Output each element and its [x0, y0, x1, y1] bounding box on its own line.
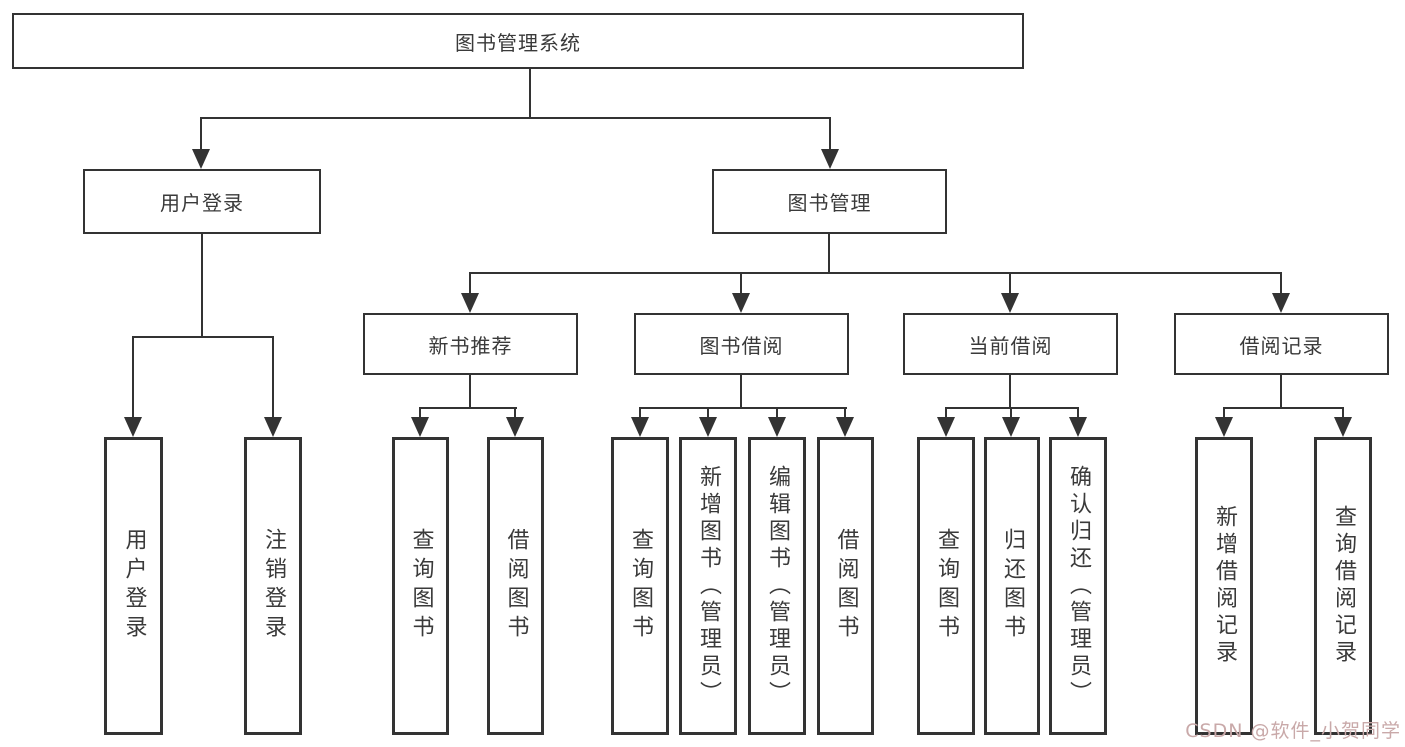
arrow-to-query-books-recommend — [411, 407, 429, 437]
connector-borrow-bar — [639, 407, 847, 409]
connector-recommend-bar — [419, 407, 517, 409]
arrow-to-add-books — [699, 407, 717, 437]
arrow-to-confirm-return — [1069, 407, 1087, 437]
node-borrow-books-recommend: 借阅图书 — [487, 437, 544, 735]
node-confirm-return-admin: 确认归还（管理员） — [1049, 437, 1107, 735]
arrow-to-book-borrow — [732, 272, 750, 313]
node-borrow-books: 借阅图书 — [817, 437, 874, 735]
node-add-books-admin: 新增图书（管理员） — [679, 437, 737, 735]
connector-user-login-stem — [201, 233, 203, 337]
arrow-to-return-books — [1002, 407, 1020, 437]
csdn-watermark: CSDN @软件_小贺同学 — [1185, 720, 1401, 742]
arrow-to-query-borrow-record — [1334, 407, 1352, 437]
arrow-to-current-borrow — [1001, 272, 1019, 313]
node-user-login-group: 用户登录 — [83, 169, 321, 234]
connector-root-stem — [529, 68, 531, 118]
arrow-to-query-books-current — [937, 407, 955, 437]
arrow-to-borrow-records — [1272, 272, 1290, 313]
connector-user-login-bar — [132, 336, 274, 338]
connector-records-bar — [1223, 407, 1344, 409]
node-library-management-system: 图书管理系统 — [12, 13, 1024, 69]
node-edit-books-admin: 编辑图书（管理员） — [748, 437, 806, 735]
node-query-borrow-record: 查询借阅记录 — [1314, 437, 1372, 735]
node-new-book-recommend: 新书推荐 — [363, 313, 578, 375]
arrow-to-user-login-group — [192, 117, 210, 169]
node-query-books-current: 查询图书 — [917, 437, 975, 735]
connector-current-stem — [1009, 374, 1011, 408]
arrow-to-edit-books — [768, 407, 786, 437]
node-book-borrow: 图书借阅 — [634, 313, 849, 375]
node-current-borrow: 当前借阅 — [903, 313, 1118, 375]
node-book-management: 图书管理 — [712, 169, 947, 234]
connector-records-stem — [1280, 374, 1282, 408]
node-return-books: 归还图书 — [984, 437, 1040, 735]
arrow-to-borrow-books-recommend — [506, 407, 524, 437]
node-query-books-borrow: 查询图书 — [611, 437, 669, 735]
connector-recommend-stem — [469, 374, 471, 408]
arrow-to-borrow-books — [836, 407, 854, 437]
arrow-to-user-login — [124, 336, 142, 437]
node-add-borrow-record: 新增借阅记录 — [1195, 437, 1253, 735]
connector-current-bar — [945, 407, 1079, 409]
arrow-to-new-book-recommend — [461, 272, 479, 313]
connector-book-management-stem — [828, 233, 830, 273]
connector-borrow-stem — [740, 374, 742, 408]
node-borrow-records: 借阅记录 — [1174, 313, 1389, 375]
connector-root-bar — [200, 117, 831, 119]
arrow-to-query-books-borrow — [631, 407, 649, 437]
node-query-books-recommend: 查询图书 — [392, 437, 449, 735]
arrow-to-book-management — [821, 117, 839, 169]
arrow-to-logout — [264, 336, 282, 437]
node-logout: 注销登录 — [244, 437, 302, 735]
connector-book-management-bar — [469, 272, 1282, 274]
arrow-to-add-borrow-record — [1215, 407, 1233, 437]
node-user-login: 用户登录 — [104, 437, 163, 735]
